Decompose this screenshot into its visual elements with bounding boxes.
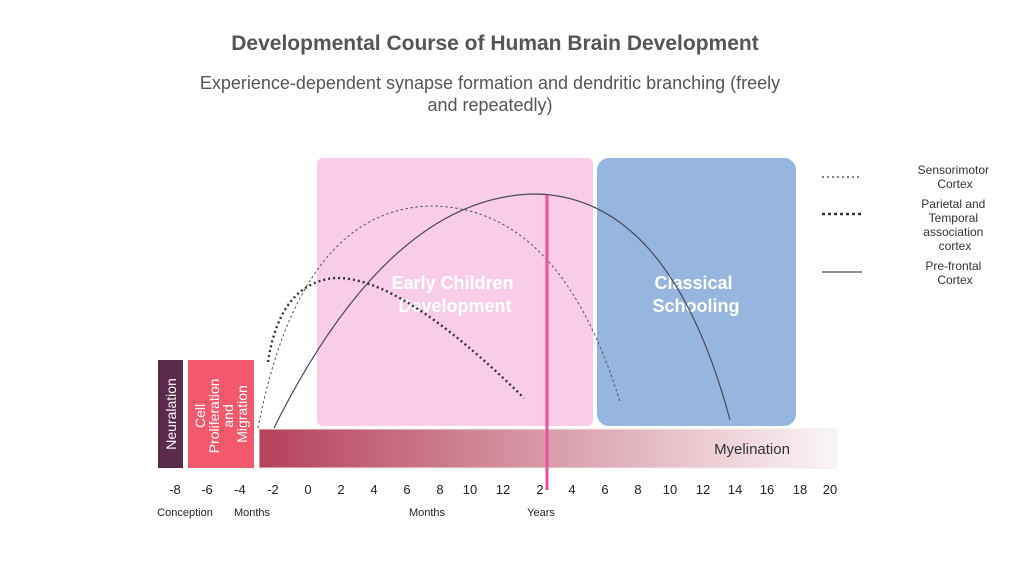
axis-tick-label: 16 bbox=[760, 482, 774, 497]
proliferation-block bbox=[188, 360, 254, 468]
conception-label: Conception bbox=[157, 507, 213, 519]
legend-prefrontal-label: Pre-frontal Cortex bbox=[925, 259, 984, 287]
axis-tick-label: 12 bbox=[696, 482, 710, 497]
axis-tick-label: 14 bbox=[728, 482, 742, 497]
myelination-label: Myelination bbox=[714, 441, 790, 458]
axis-tick-label: 6 bbox=[601, 482, 608, 497]
classical-schooling-zone bbox=[597, 158, 796, 426]
years-label: Years bbox=[527, 507, 555, 519]
neurulation-label: Neuralation bbox=[163, 378, 179, 450]
axis-ticks: -8 -6 -4 -2 0 2 4 6 8 10 12 2 4 6 8 10 12 14 16 18 20 bbox=[169, 482, 837, 497]
neurulation-block bbox=[158, 360, 183, 468]
axis-tick-label: 10 bbox=[463, 482, 477, 497]
months-pre-label: Months bbox=[234, 507, 271, 519]
axis-tick-label: 2 bbox=[337, 482, 344, 497]
proliferation-label: Cell Proliferation and Migration bbox=[192, 375, 250, 454]
axis-tick-label: 20 bbox=[823, 482, 837, 497]
axis-tick-label: 8 bbox=[436, 482, 443, 497]
axis-tick-label: 12 bbox=[496, 482, 510, 497]
early-childhood-zone bbox=[317, 158, 593, 426]
axis-tick-label: 18 bbox=[793, 482, 807, 497]
months-post-label: Months bbox=[409, 507, 446, 519]
page-subtitle: Experience-dependent synapse formation a… bbox=[199, 73, 781, 115]
axis-tick-label: -6 bbox=[201, 482, 213, 497]
classical-schooling-label: Classical Schooling bbox=[653, 273, 740, 316]
axis-tick-label: -4 bbox=[234, 482, 246, 497]
legend-parietal-label: Parietal and Temporal association cortex bbox=[921, 197, 988, 253]
page-title: Developmental Course of Human Brain Deve… bbox=[231, 32, 759, 55]
prefrontal-curve bbox=[273, 193, 731, 429]
legend-sensorimotor-label: Sensorimotor Cortex bbox=[918, 163, 993, 191]
early-childhood-label: Early Children Development bbox=[391, 273, 518, 316]
sensorimotor-curve bbox=[257, 205, 621, 429]
axis-tick-label: 2 bbox=[536, 482, 543, 497]
axis-tick-label: -2 bbox=[267, 482, 279, 497]
axis-tick-label: 8 bbox=[634, 482, 641, 497]
axis-tick-label: 4 bbox=[370, 482, 377, 497]
parietal-temporal-curve bbox=[266, 276, 525, 399]
axis-tick-label: 10 bbox=[663, 482, 677, 497]
axis-tick-label: 6 bbox=[403, 482, 410, 497]
axis-tick-label: 4 bbox=[568, 482, 575, 497]
axis-tick-label: -8 bbox=[169, 482, 181, 497]
axis-tick-label: 0 bbox=[304, 482, 311, 497]
